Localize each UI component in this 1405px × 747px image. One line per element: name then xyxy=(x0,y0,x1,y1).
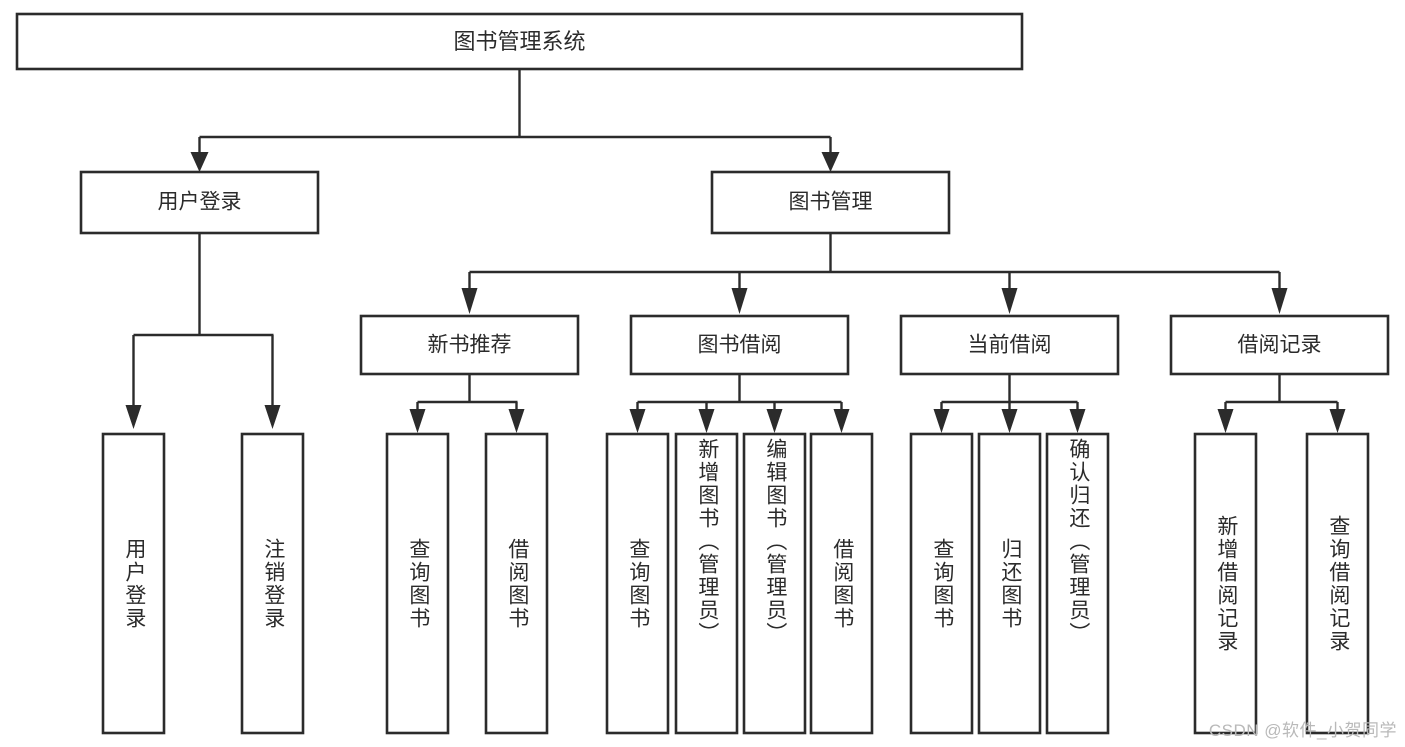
arrow-head-user-login xyxy=(190,152,209,172)
node-book-management-label: 图书管理 xyxy=(789,191,873,214)
node-leaf-borrow-book-recommend[interactable] xyxy=(484,432,549,735)
node-current-borrow-label: 当前借阅 xyxy=(968,334,1052,357)
arrow-head-leaf-return-book xyxy=(1001,409,1018,433)
arrow-head-leaf-edit-book xyxy=(766,409,783,433)
node-current-borrow[interactable] xyxy=(899,314,1120,376)
node-leaf-query-book-borrow[interactable] xyxy=(605,432,670,735)
node-leaf-add-book-admin[interactable] xyxy=(674,432,739,735)
node-user-login-label: 用户登录 xyxy=(158,191,242,214)
arrow-head-leaf-query-book-1 xyxy=(409,409,426,433)
node-leaf-user-login[interactable] xyxy=(101,432,166,735)
arrow-head-leaf-borrow-book-2 xyxy=(833,409,850,433)
node-leaf-query-book-current[interactable] xyxy=(909,432,974,735)
arrow-head-leaf-borrow-book-1 xyxy=(508,409,525,433)
node-layer: 图书管理系统 用户登录 图书管理 新书推荐 图书借阅 当前借阅 借阅记录 xyxy=(15,12,1390,735)
arrow-head-leaf-user-login xyxy=(125,405,142,429)
node-leaf-confirm-return-admin[interactable] xyxy=(1045,432,1110,735)
arrow-head-new-book xyxy=(461,288,478,314)
arrow-head-leaf-confirm-return xyxy=(1069,409,1086,433)
node-leaf-edit-book-admin[interactable] xyxy=(742,432,807,735)
arrow-head-leaf-query-record xyxy=(1329,409,1346,433)
arrow-head-leaf-query-book-3 xyxy=(933,409,950,433)
node-book-borrow-label: 图书借阅 xyxy=(698,334,782,357)
node-book-borrow[interactable] xyxy=(629,314,850,376)
node-leaf-add-borrow-record[interactable] xyxy=(1193,432,1258,735)
node-leaf-return-book[interactable] xyxy=(977,432,1042,735)
node-new-book-recommend[interactable] xyxy=(359,314,580,376)
arrow-head-leaf-logout xyxy=(264,405,281,429)
node-user-login[interactable] xyxy=(79,170,320,235)
node-new-book-recommend-label: 新书推荐 xyxy=(428,334,512,357)
csdn-watermark: CSDN @软件_小贺同学 xyxy=(1208,721,1397,740)
arrow-head-current-borrow xyxy=(1001,288,1018,314)
node-root-book-management-system[interactable] xyxy=(15,12,1024,71)
arrow-head-book-mgmt xyxy=(821,152,840,172)
arrow-head-leaf-query-book-2 xyxy=(629,409,646,433)
node-leaf-logout[interactable] xyxy=(240,432,305,735)
node-borrow-record-label: 借阅记录 xyxy=(1238,334,1322,357)
node-book-management[interactable] xyxy=(710,170,951,235)
arrow-head-leaf-add-record xyxy=(1217,409,1234,433)
arrow-head-book-borrow xyxy=(731,288,748,314)
node-leaf-query-book-recommend[interactable] xyxy=(385,432,450,735)
arrow-head-borrow-record xyxy=(1271,288,1288,314)
connector-layer xyxy=(125,69,1346,433)
node-borrow-record[interactable] xyxy=(1169,314,1390,376)
arrow-head-leaf-add-book xyxy=(698,409,715,433)
node-root-label: 图书管理系统 xyxy=(453,29,585,54)
node-leaf-borrow-book[interactable] xyxy=(809,432,874,735)
node-leaf-query-borrow-record[interactable] xyxy=(1305,432,1370,735)
